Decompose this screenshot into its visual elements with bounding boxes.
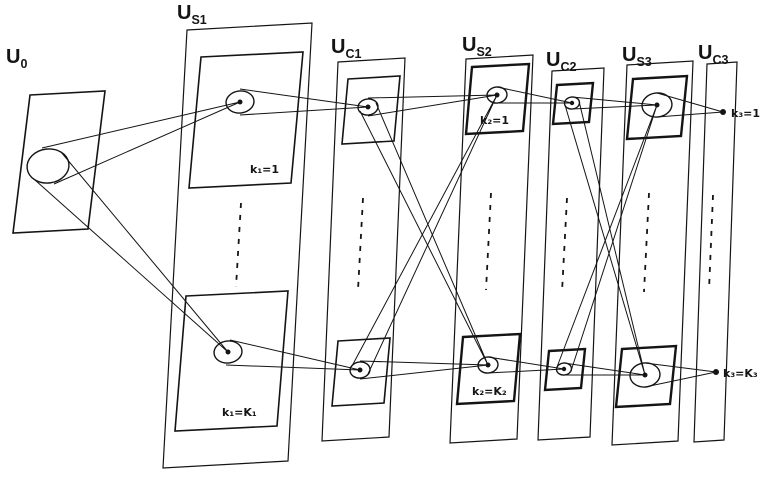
us2-bottom-cell-dot [485, 362, 491, 368]
plane-label-k2-K2: k₂=K₂ [472, 385, 507, 398]
connection-uc1-top-to-us2-top [367, 94, 498, 117]
us1-bottom-cell-circle [213, 340, 243, 364]
us2-plane-top [464, 62, 531, 136]
layer-u0-input-plane [12, 90, 106, 234]
us3-bottom-cell-circle [629, 362, 661, 388]
connection-us1-top-to-uc1-top [239, 88, 369, 116]
plane-label-k1-1: k₁=1 [250, 163, 279, 176]
uc2-top-cell-dot [569, 100, 575, 106]
layer-label-us3: US3 [622, 44, 652, 69]
uc2-bottom-cell-circle [555, 362, 573, 376]
uc2-top-cell-circle [563, 96, 581, 110]
layer-us3-outline [611, 60, 694, 446]
us3-top-cell-circle [641, 92, 673, 118]
connection-uc1-top-to-us2-bottom [359, 102, 489, 366]
connection-u0-to-us1-top [41, 101, 241, 185]
us1-ellipsis-dashes [235, 202, 242, 288]
us1-top-cell-circle [225, 90, 255, 114]
layer-label-uc2: UC2 [546, 49, 576, 74]
us1-plane-top [188, 51, 304, 189]
layer-label-u0: U0 [6, 46, 27, 71]
uc2-bottom-cell-dot [561, 366, 567, 372]
plane-label-k2-1: k₂=1 [480, 114, 509, 127]
uc1-top-cell-circle [357, 98, 379, 116]
us3-top-cell-dot [654, 102, 660, 108]
connection-u0-to-us1-bottom [34, 151, 229, 353]
uc3-top-cell-dot [720, 109, 726, 115]
layer-uc2-outline [537, 67, 605, 441]
cell-label-k3-1: k₃=1 [731, 107, 760, 120]
connection-us2-bottom-to-uc2-bottom [487, 356, 565, 374]
layer-uc1-outline [321, 57, 406, 442]
uc1-plane-bottom [331, 337, 391, 407]
us1-bottom-cell-dot [225, 349, 231, 355]
connection-uc1-bottom-to-us2-bottom [359, 360, 489, 380]
uc1-bottom-cell-circle [349, 361, 371, 379]
uc2-plane-bottom [543, 347, 587, 392]
us2-ellipsis-dashes [485, 192, 492, 291]
uc2-ellipsis-dashes [561, 197, 568, 293]
uc2-plane-top [551, 81, 595, 126]
layer-us1-outline [162, 22, 313, 469]
cell-label-k3-K3: k₃=K₃ [723, 367, 758, 380]
uc1-top-cell-dot [365, 104, 371, 110]
us1-plane-bottom [174, 290, 289, 432]
us3-plane-top [625, 74, 689, 141]
uc3-ellipsis-dashes [708, 194, 714, 291]
us3-bottom-cell-dot [642, 372, 648, 378]
us2-bottom-cell-circle [477, 356, 499, 374]
connection-uc2-bottom-to-us3-top [556, 104, 658, 372]
uc1-bottom-cell-dot [357, 367, 363, 373]
connection-uc2-top-to-us3-bottom [564, 100, 646, 376]
connection-us2-top-to-uc2-top [496, 86, 573, 104]
connection-uc2-bottom-to-us3-bottom [563, 362, 646, 376]
uc3-bottom-cell-dot [713, 369, 719, 375]
u0-receptive-field-circle [26, 148, 70, 184]
uc1-ellipsis-dashes [357, 197, 364, 291]
layer-label-us1: US1 [177, 2, 207, 27]
connection-uc1-bottom-to-us2-top [351, 94, 498, 375]
uc1-plane-top [341, 75, 401, 145]
layer-label-us2: US2 [462, 34, 492, 59]
layer-us2-outline [449, 54, 534, 444]
layer-label-uc3: UC3 [698, 42, 728, 67]
connection-us3-bottom-to-uc3-bottom [644, 362, 717, 388]
us2-top-cell-circle [486, 86, 508, 104]
us2-top-cell-dot [494, 92, 500, 98]
us3-plane-bottom [614, 344, 678, 409]
layer-label-uc1: UC1 [331, 36, 361, 61]
plane-label-k1-K1: k₁=K₁ [222, 406, 257, 419]
layer-uc3-outline [693, 61, 738, 443]
us3-ellipsis-dashes [643, 192, 650, 293]
connection-us1-bottom-to-uc1-bottom [225, 339, 361, 371]
us1-top-cell-dot [237, 99, 243, 105]
us2-plane-bottom [455, 332, 522, 406]
